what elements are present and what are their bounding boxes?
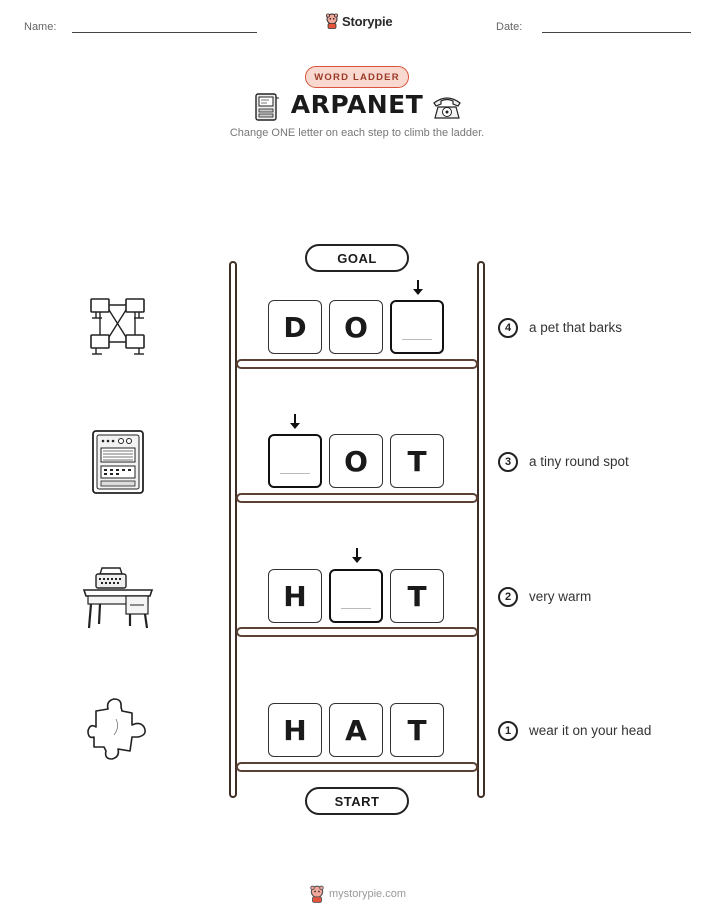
computer-terminal-icon bbox=[255, 93, 279, 121]
page-title: ARPANET bbox=[290, 90, 424, 119]
step-number: 1 bbox=[498, 721, 518, 741]
name-label: Name: bbox=[24, 21, 57, 33]
footer-brand: mystorypie.com bbox=[309, 885, 406, 903]
step-number: 3 bbox=[498, 452, 518, 472]
ladder-rung bbox=[236, 627, 478, 637]
puzzle-piece-icon bbox=[87, 698, 146, 760]
down-arrow-icon bbox=[290, 414, 300, 429]
brand-name: Storypie bbox=[342, 13, 393, 29]
goal-label: GOAL bbox=[305, 244, 409, 272]
rotary-telephone-icon bbox=[433, 97, 461, 119]
word-ladder-badge: WORD LADDER bbox=[305, 66, 409, 88]
letter-tile: H bbox=[268, 703, 322, 757]
blank-letter-tile[interactable] bbox=[268, 434, 322, 488]
instructions: Change ONE letter on each step to climb … bbox=[229, 127, 485, 139]
clue-text: wear it on your head bbox=[529, 723, 652, 738]
clue-text: a tiny round spot bbox=[529, 454, 629, 469]
mainframe-computer-icon bbox=[92, 430, 144, 494]
blank-letter-tile[interactable] bbox=[329, 569, 383, 623]
down-arrow-icon bbox=[413, 280, 423, 295]
step-number: 2 bbox=[498, 587, 518, 607]
letter-tile: T bbox=[390, 703, 444, 757]
ladder-right-rail bbox=[477, 261, 485, 798]
down-arrow-icon bbox=[352, 548, 362, 563]
date-field[interactable] bbox=[542, 32, 691, 33]
blank-letter-tile[interactable] bbox=[390, 300, 444, 354]
ladder-left-rail bbox=[229, 261, 237, 798]
letter-tile: O bbox=[329, 300, 383, 354]
step-number: 4 bbox=[498, 318, 518, 338]
typewriter-desk-icon bbox=[82, 567, 154, 629]
brand-logo: Storypie bbox=[325, 13, 393, 29]
clue-text: a pet that barks bbox=[529, 320, 623, 335]
letter-tile: T bbox=[390, 434, 444, 488]
ladder-rung bbox=[236, 762, 478, 772]
letter-tile: D bbox=[268, 300, 322, 354]
start-label: START bbox=[305, 787, 409, 815]
storypie-mascot-icon bbox=[325, 13, 338, 29]
footer-url[interactable]: mystorypie.com bbox=[329, 888, 407, 900]
letter-tile: H bbox=[268, 569, 322, 623]
letter-tile: O bbox=[329, 434, 383, 488]
ladder-rung bbox=[236, 359, 478, 369]
letter-tile: T bbox=[390, 569, 444, 623]
ladder-rung bbox=[236, 493, 478, 503]
letter-tile: A bbox=[329, 703, 383, 757]
network-icon bbox=[90, 298, 145, 355]
name-field[interactable] bbox=[72, 32, 257, 33]
clue-text: very warm bbox=[529, 589, 592, 604]
date-label: Date: bbox=[496, 21, 523, 33]
storypie-mascot-icon bbox=[310, 885, 324, 903]
